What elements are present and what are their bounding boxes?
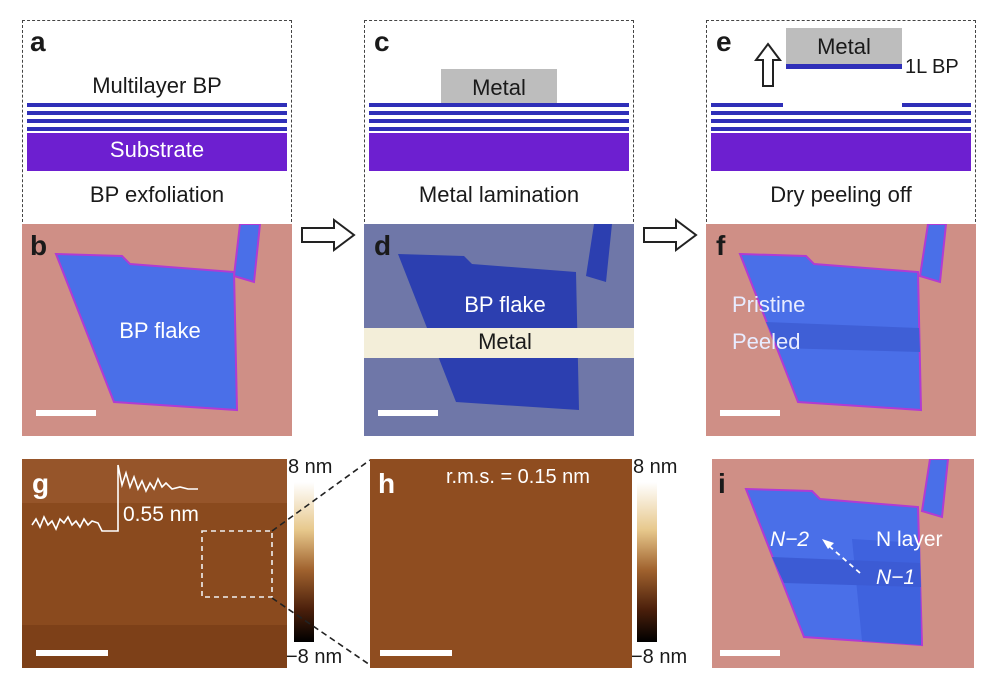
metal-label: Metal bbox=[817, 34, 871, 59]
caption-metal-lamination: Metal lamination bbox=[418, 182, 580, 207]
panel-i-image bbox=[712, 459, 974, 668]
caption-bp-exfoliation: BP exfoliation bbox=[89, 182, 225, 207]
bp-flake-label: BP flake bbox=[119, 318, 201, 343]
monolayer-bp bbox=[786, 64, 902, 69]
panel-h-label: h bbox=[378, 468, 396, 499]
right-arrow-icon bbox=[301, 218, 356, 252]
panel-b-image bbox=[22, 224, 292, 436]
panel-f-image bbox=[706, 224, 976, 436]
substrate-label: Substrate bbox=[109, 137, 205, 162]
panel-d-image bbox=[364, 224, 634, 436]
panel-b-label: b bbox=[30, 230, 48, 261]
scale-bar bbox=[380, 650, 452, 656]
peeled-label: Peeled bbox=[732, 329, 801, 354]
panel-h-afm-image bbox=[370, 459, 632, 668]
metal-block bbox=[441, 69, 557, 105]
metal-label: Metal bbox=[472, 75, 526, 100]
metal-strip-label: Metal bbox=[478, 329, 532, 354]
panel-g-afm-image bbox=[22, 459, 287, 668]
panel-a-stack bbox=[27, 103, 287, 171]
scale-bar bbox=[36, 410, 96, 416]
scale-bar bbox=[378, 410, 438, 416]
step-height-label: 0.55 nm bbox=[123, 503, 199, 526]
multilayer-bp-label: Multilayer BP bbox=[92, 73, 222, 98]
right-arrow-icon bbox=[643, 218, 698, 252]
colorbar-max-label: 8 nm bbox=[288, 456, 333, 478]
colorbar bbox=[637, 482, 657, 642]
panel-d-label: d bbox=[374, 230, 392, 261]
colorbar-min-label: −8 nm bbox=[631, 646, 688, 668]
scale-bar bbox=[720, 650, 780, 656]
panel-c-label: c bbox=[374, 26, 390, 57]
rms-label: r.m.s. = 0.15 nm bbox=[446, 466, 590, 488]
scale-bar bbox=[36, 650, 108, 656]
panel-e-stack bbox=[711, 103, 971, 171]
panel-c-stack bbox=[369, 103, 629, 171]
zoom-connector-lines bbox=[271, 459, 371, 666]
panel-i-label: i bbox=[718, 468, 726, 499]
colorbar bbox=[294, 482, 314, 642]
panel-e-label: e bbox=[716, 26, 732, 57]
panel-g-label: g bbox=[32, 468, 50, 499]
colorbar-min-label: −8 nm bbox=[286, 646, 343, 668]
scale-bar bbox=[720, 410, 780, 416]
panel-f-label: f bbox=[716, 230, 726, 261]
colorbar-max-label: 8 nm bbox=[633, 456, 678, 478]
panel-a-label: a bbox=[30, 26, 46, 57]
bp-flake-label: BP flake bbox=[464, 292, 546, 317]
pristine-label: Pristine bbox=[732, 292, 806, 317]
up-arrow-icon bbox=[754, 42, 782, 87]
caption-dry-peeling-off: Dry peeling off bbox=[770, 182, 912, 207]
n-minus-1-label: N−1 bbox=[876, 566, 916, 589]
n-layer-label: N layer bbox=[876, 528, 943, 551]
metal-block bbox=[786, 28, 902, 64]
n-minus-2-label: N−2 bbox=[770, 528, 810, 551]
monolayer-bp-label: 1L BP bbox=[905, 56, 959, 78]
